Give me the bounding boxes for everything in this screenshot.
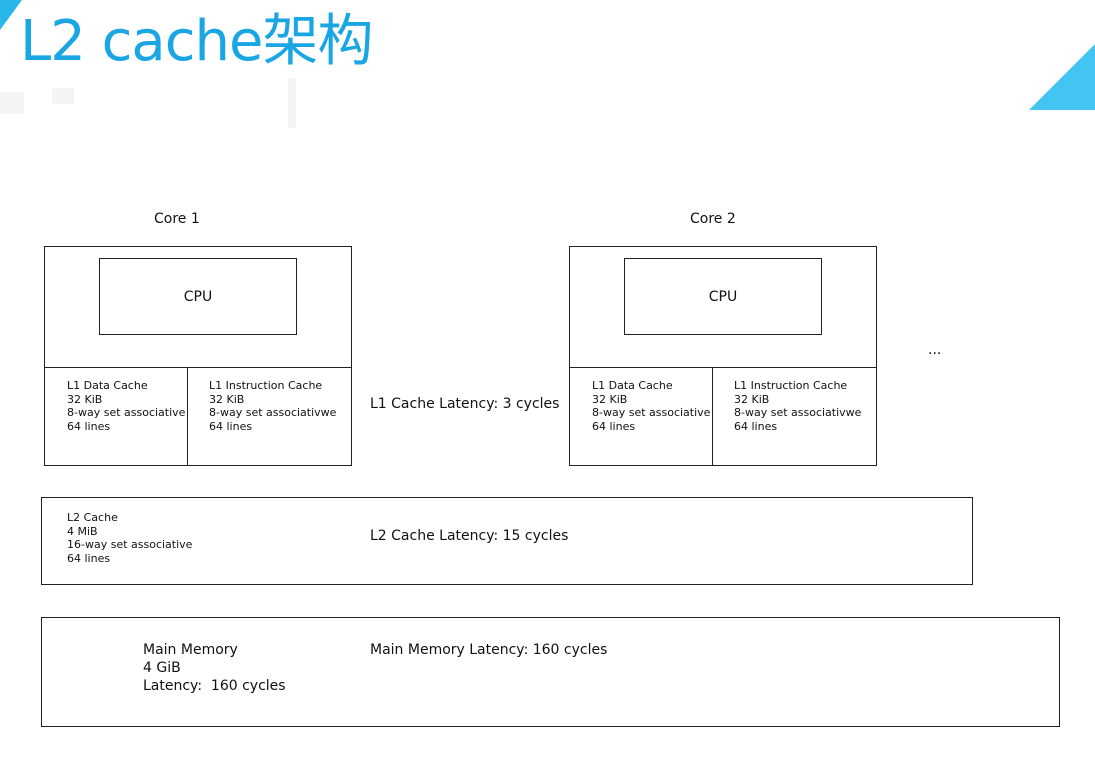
- core-1-l1-data-cache-text: L1 Data Cache 32 KiB 8-way set associati…: [67, 379, 186, 433]
- l1-latency-label: L1 Cache Latency: 3 cycles: [370, 396, 560, 412]
- slide-title: L2 cache架构: [20, 9, 373, 74]
- background-artifact: [52, 88, 74, 104]
- core-1-cpu-label: CPU: [183, 289, 213, 305]
- core-2-label: Core 2: [690, 211, 736, 227]
- background-artifact: [0, 92, 24, 114]
- corner-decoration-left: [0, 0, 22, 30]
- core-2-box: CPU L1 Data Cache 32 KiB 8-way set assoc…: [569, 246, 877, 466]
- core-1-box: CPU L1 Data Cache 32 KiB 8-way set assoc…: [44, 246, 352, 466]
- l2-cache-text: L2 Cache 4 MiB 16-way set associative 64…: [67, 511, 193, 565]
- main-memory-box: Main Memory 4 GiB Latency: 160 cycles Ma…: [41, 617, 1060, 727]
- core-2-divider-h: [570, 367, 876, 368]
- core-1-l1-instruction-cache-text: L1 Instruction Cache 32 KiB 8-way set as…: [209, 379, 337, 433]
- background-artifact: [288, 78, 296, 128]
- core-1-divider-h: [45, 367, 351, 368]
- main-memory-latency-label: Main Memory Latency: 160 cycles: [370, 642, 608, 658]
- core-1-label: Core 1: [154, 211, 200, 227]
- core-2-cpu-box: CPU: [624, 258, 822, 335]
- core-2-l1-instruction-cache-text: L1 Instruction Cache 32 KiB 8-way set as…: [734, 379, 862, 433]
- more-cores-ellipsis: ...: [928, 342, 942, 358]
- l2-latency-label: L2 Cache Latency: 15 cycles: [370, 528, 569, 544]
- core-2-divider-v: [712, 367, 713, 465]
- l2-cache-box: L2 Cache 4 MiB 16-way set associative 64…: [41, 497, 973, 585]
- core-1-divider-v: [187, 367, 188, 465]
- core-2-cpu-label: CPU: [708, 289, 738, 305]
- main-memory-text: Main Memory 4 GiB Latency: 160 cycles: [143, 642, 286, 694]
- core-2-l1-data-cache-text: L1 Data Cache 32 KiB 8-way set associati…: [592, 379, 711, 433]
- core-1-cpu-box: CPU: [99, 258, 297, 335]
- corner-decoration-right: [1029, 44, 1095, 110]
